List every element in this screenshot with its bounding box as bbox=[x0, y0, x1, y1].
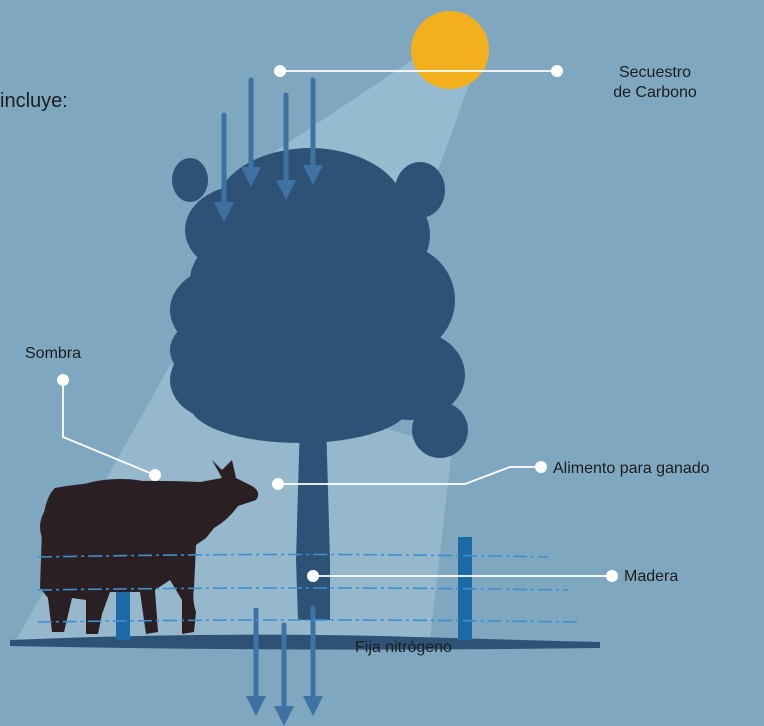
label-carbon-line-1: Secuestro bbox=[618, 64, 692, 81]
label-fodder: Alimento para ganado bbox=[553, 460, 710, 477]
label-carbon-line-2: de Carbono bbox=[613, 84, 697, 101]
cow-icon bbox=[40, 460, 259, 634]
tree-crown bbox=[170, 148, 468, 458]
label-carbon-sequestration: Secuestro de Carbono bbox=[585, 63, 725, 103]
tree-trunk bbox=[296, 420, 330, 620]
sun-icon bbox=[411, 11, 489, 89]
intro-text: incluye: bbox=[0, 90, 68, 112]
nitrogen-arrows bbox=[246, 605, 323, 726]
label-shade: Sombra bbox=[25, 345, 82, 362]
ground bbox=[10, 634, 600, 650]
label-nitrogen: Fija nitrógeno bbox=[355, 639, 452, 656]
sunlight-arrows bbox=[214, 77, 323, 222]
leader-lines bbox=[62, 70, 612, 577]
label-wood: Madera bbox=[624, 568, 679, 585]
leader-dots bbox=[57, 65, 618, 582]
fence-wires bbox=[37, 553, 579, 623]
